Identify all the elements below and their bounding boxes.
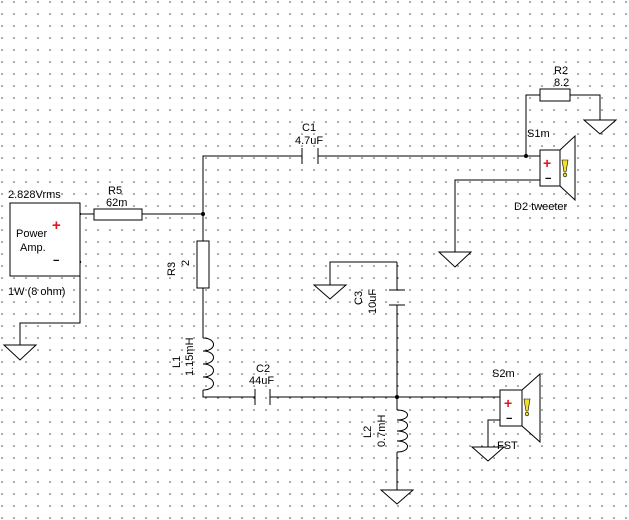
speaker-s1-name: S1m: [527, 128, 550, 140]
resistor-r3[interactable]: R3 2: [166, 240, 210, 289]
resistor-r5-name: R5: [108, 185, 122, 197]
speaker-s1-plus-sign: +: [543, 155, 551, 171]
speaker-s2-minus-sign: −: [506, 413, 512, 425]
capacitor-c3-value: 10uF: [367, 289, 379, 314]
capacitor-c2-value: 44uF: [249, 375, 274, 387]
speaker-s2-plus-sign: +: [504, 395, 512, 411]
ground-symbols: [2, 119, 618, 505]
speaker-s2-fst[interactable]: + − S2m FST: [492, 368, 541, 452]
wires: [19, 94, 601, 490]
inductor-l2-coil: [396, 409, 408, 453]
resistor-r2-name: R2: [554, 65, 568, 77]
resistor-r3-value: 2: [180, 260, 192, 266]
junction-dot: [395, 395, 399, 399]
source-name-line2: Amp.: [20, 242, 46, 254]
resistor-r5[interactable]: R5 62m: [93, 185, 143, 221]
ground-symbol-c3: [312, 284, 348, 300]
ground-symbol-l2: [379, 489, 415, 505]
resistor-r3-name: R3: [166, 262, 178, 276]
speaker-s1-warning-dot: [562, 172, 568, 178]
inductor-l2-name: L2: [362, 426, 374, 438]
source-rating-label: 1W (8 ohm): [8, 286, 65, 298]
ground-symbol-r2: [582, 119, 618, 135]
resistor-r3-body: [196, 240, 210, 289]
speaker-s2-warning-icon: [523, 398, 531, 412]
capacitor-c3-name: C3: [353, 291, 365, 305]
speaker-s1-caption: D2 tweeter: [514, 201, 568, 213]
inductor-l1[interactable]: L1 1.15mH: [171, 337, 214, 391]
capacitor-c2[interactable]: C2 44uF: [249, 363, 274, 405]
source-name-line1: Power: [16, 228, 48, 240]
speaker-s1-warning-icon: [561, 159, 569, 173]
speaker-s2-name: S2m: [492, 368, 515, 380]
speaker-s2-caption: FST: [497, 440, 518, 452]
power-amp-box: [9, 202, 81, 277]
speaker-s1-minus-sign: −: [545, 173, 551, 185]
power-amp-source[interactable]: + − Power Amp. 2.828Vrms 1W (8 ohm): [8, 189, 81, 298]
inductor-l1-name: L1: [171, 356, 183, 368]
resistor-r2-body: [539, 88, 571, 102]
resistor-r5-body: [93, 208, 143, 221]
inductor-l1-value: 1.15mH: [184, 337, 196, 376]
inductor-l2-value: 0.7mH: [376, 415, 388, 447]
source-minus-sign: −: [53, 255, 59, 267]
junction-dot: [524, 154, 528, 158]
speaker-s1-tweeter[interactable]: + − S1m D2 tweeter: [514, 128, 576, 213]
capacitor-c2-name: C2: [256, 363, 270, 375]
capacitor-c1[interactable]: C1 4.7uF: [295, 122, 323, 164]
junction-dot: [201, 212, 205, 216]
source-voltage-label: 2.828Vrms: [8, 189, 61, 201]
capacitor-c3[interactable]: C3 10uF: [353, 289, 405, 314]
speaker-s1-cone: [559, 134, 576, 202]
resistor-r2[interactable]: R2 8.2: [539, 65, 571, 102]
ground-symbol-s2: [470, 446, 506, 462]
ground-symbol-tweeter: [437, 251, 473, 268]
ground-symbol-source: [2, 344, 38, 361]
source-plus-sign: +: [52, 217, 61, 234]
inductor-l1-coil: [202, 337, 214, 391]
capacitor-c1-name: C1: [302, 122, 316, 134]
resistor-r5-value: 62m: [106, 197, 127, 209]
capacitor-c1-value: 4.7uF: [295, 135, 323, 147]
resistor-r2-value: 8.2: [554, 77, 569, 89]
speaker-s2-warning-dot: [524, 411, 530, 417]
inductor-l2[interactable]: L2 0.7mH: [362, 409, 408, 453]
speaker-s2-cone: [521, 372, 541, 444]
